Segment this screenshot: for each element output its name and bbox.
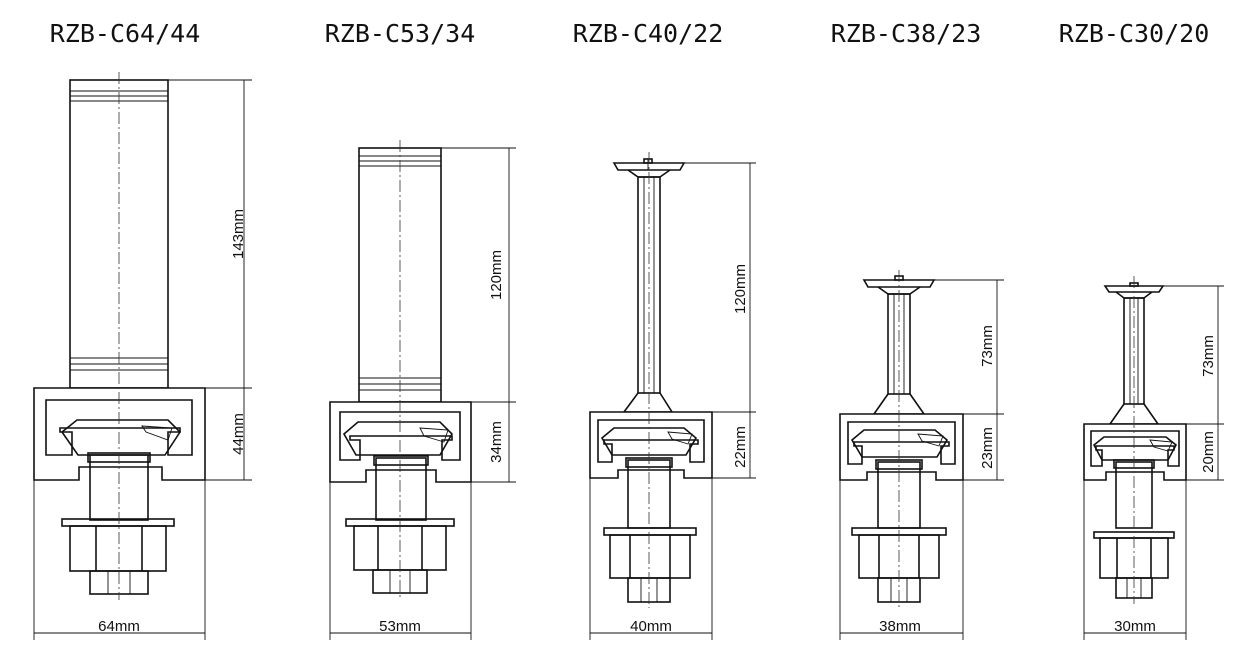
- body-height-label-1: 143mm: [230, 209, 247, 259]
- body-height-label-2: 120mm: [488, 250, 505, 300]
- width-label-1: 64mm: [98, 618, 140, 635]
- clamp-figure-5: RZB-C30/20: [1059, 19, 1224, 640]
- body-height-label-3: 120mm: [732, 264, 749, 314]
- width-label-4: 38mm: [879, 618, 921, 635]
- body-height-label-5: 73mm: [1200, 335, 1217, 377]
- clamp-height-label-3: 22mm: [732, 426, 749, 468]
- dimension-lines-2: [329, 147, 516, 640]
- clamp-block-1: [33, 387, 206, 481]
- dimension-lines-1: [33, 79, 252, 640]
- model-title-3: RZB-C40/22: [573, 19, 724, 48]
- dimension-lines-4: [839, 279, 1004, 640]
- dimension-lines-5: [1083, 285, 1224, 640]
- model-title-4: RZB-C38/23: [831, 19, 982, 48]
- clamp-block-5: [1083, 423, 1187, 481]
- model-title-2: RZB-C53/34: [325, 19, 476, 48]
- clamp-height-label-5: 20mm: [1200, 431, 1217, 473]
- body-height-label-4: 73mm: [979, 325, 996, 367]
- dimension-lines-3: [589, 162, 756, 640]
- clamp-figure-4: RZB-C38/23: [831, 19, 1004, 640]
- width-label-2: 53mm: [379, 618, 421, 635]
- width-label-5: 30mm: [1114, 618, 1156, 635]
- bolt-nut-3: [603, 457, 697, 603]
- clamp-block-2: [329, 401, 472, 483]
- clamp-figure-3: RZB-C40/22: [573, 19, 756, 640]
- width-label-3: 40mm: [630, 618, 672, 635]
- clamp-figure-2: RZB-C53/34: [325, 19, 516, 640]
- clamp-height-label-4: 23mm: [979, 427, 996, 469]
- clamp-block-3: [589, 411, 713, 479]
- clamp-height-label-1: 44mm: [230, 413, 247, 455]
- model-title-1: RZB-C64/44: [50, 19, 201, 48]
- clamp-height-label-2: 34mm: [488, 421, 505, 463]
- clamp-figure-1: RZB-C64/44: [33, 19, 252, 640]
- model-title-5: RZB-C30/20: [1059, 19, 1210, 48]
- clamp-block-4: [839, 413, 964, 481]
